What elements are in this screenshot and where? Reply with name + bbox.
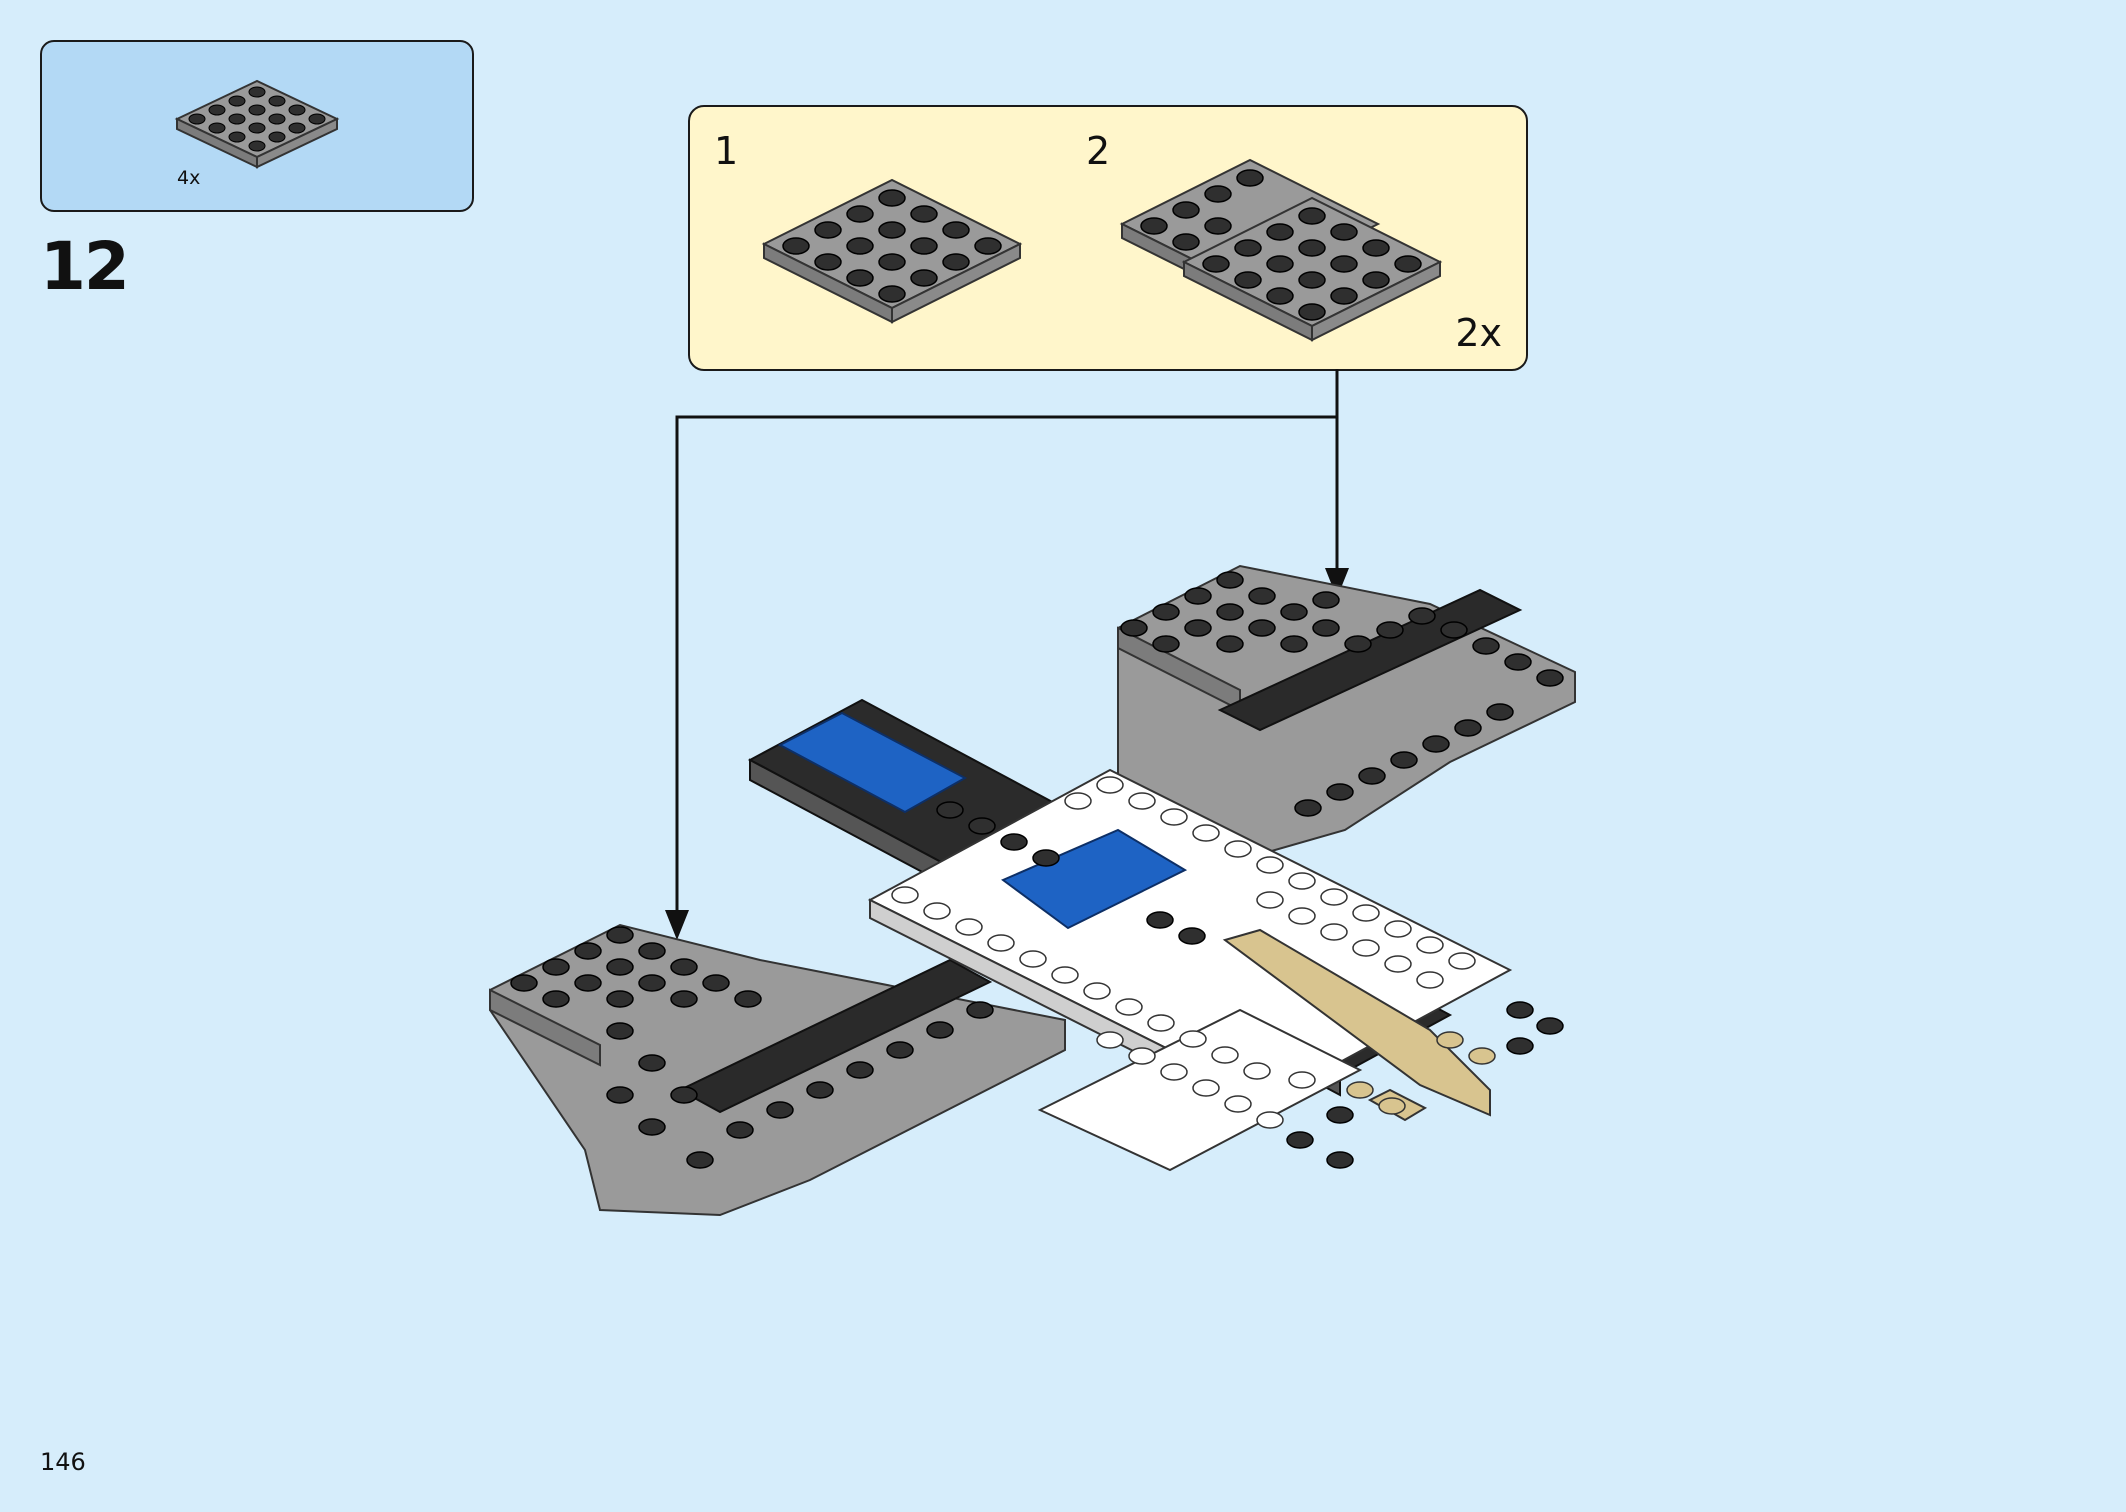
- studs-tan: [1346, 1031, 1496, 1115]
- parts-quantity: 4x: [177, 167, 201, 189]
- studs-white: [891, 776, 1476, 1129]
- blue-tiles: [777, 711, 1188, 930]
- page-number: 146: [40, 1448, 86, 1476]
- parts-callout: 4x: [40, 40, 474, 212]
- left-wing-section: [489, 923, 1066, 1217]
- sub-step-1-plate-icon: [761, 178, 1023, 324]
- arrow-head-right: [1325, 568, 1349, 598]
- sub-step-2-plates-icon: [1119, 158, 1443, 342]
- studs-dark: [510, 571, 1564, 1169]
- sub-assembly-callout: 1 2 2x: [688, 105, 1528, 371]
- sub-step-1-label: 1: [714, 129, 739, 173]
- gray-4x4-plate-icon: [174, 79, 340, 169]
- placement-arrows: [675, 369, 1339, 915]
- arrow-head-left: [665, 910, 689, 940]
- step-number: 12: [40, 228, 130, 305]
- sub-assembly-illustration: [761, 158, 1443, 342]
- sub-assembly-multiplier: 2x: [1455, 311, 1502, 355]
- sub-step-2-label: 2: [1086, 129, 1111, 173]
